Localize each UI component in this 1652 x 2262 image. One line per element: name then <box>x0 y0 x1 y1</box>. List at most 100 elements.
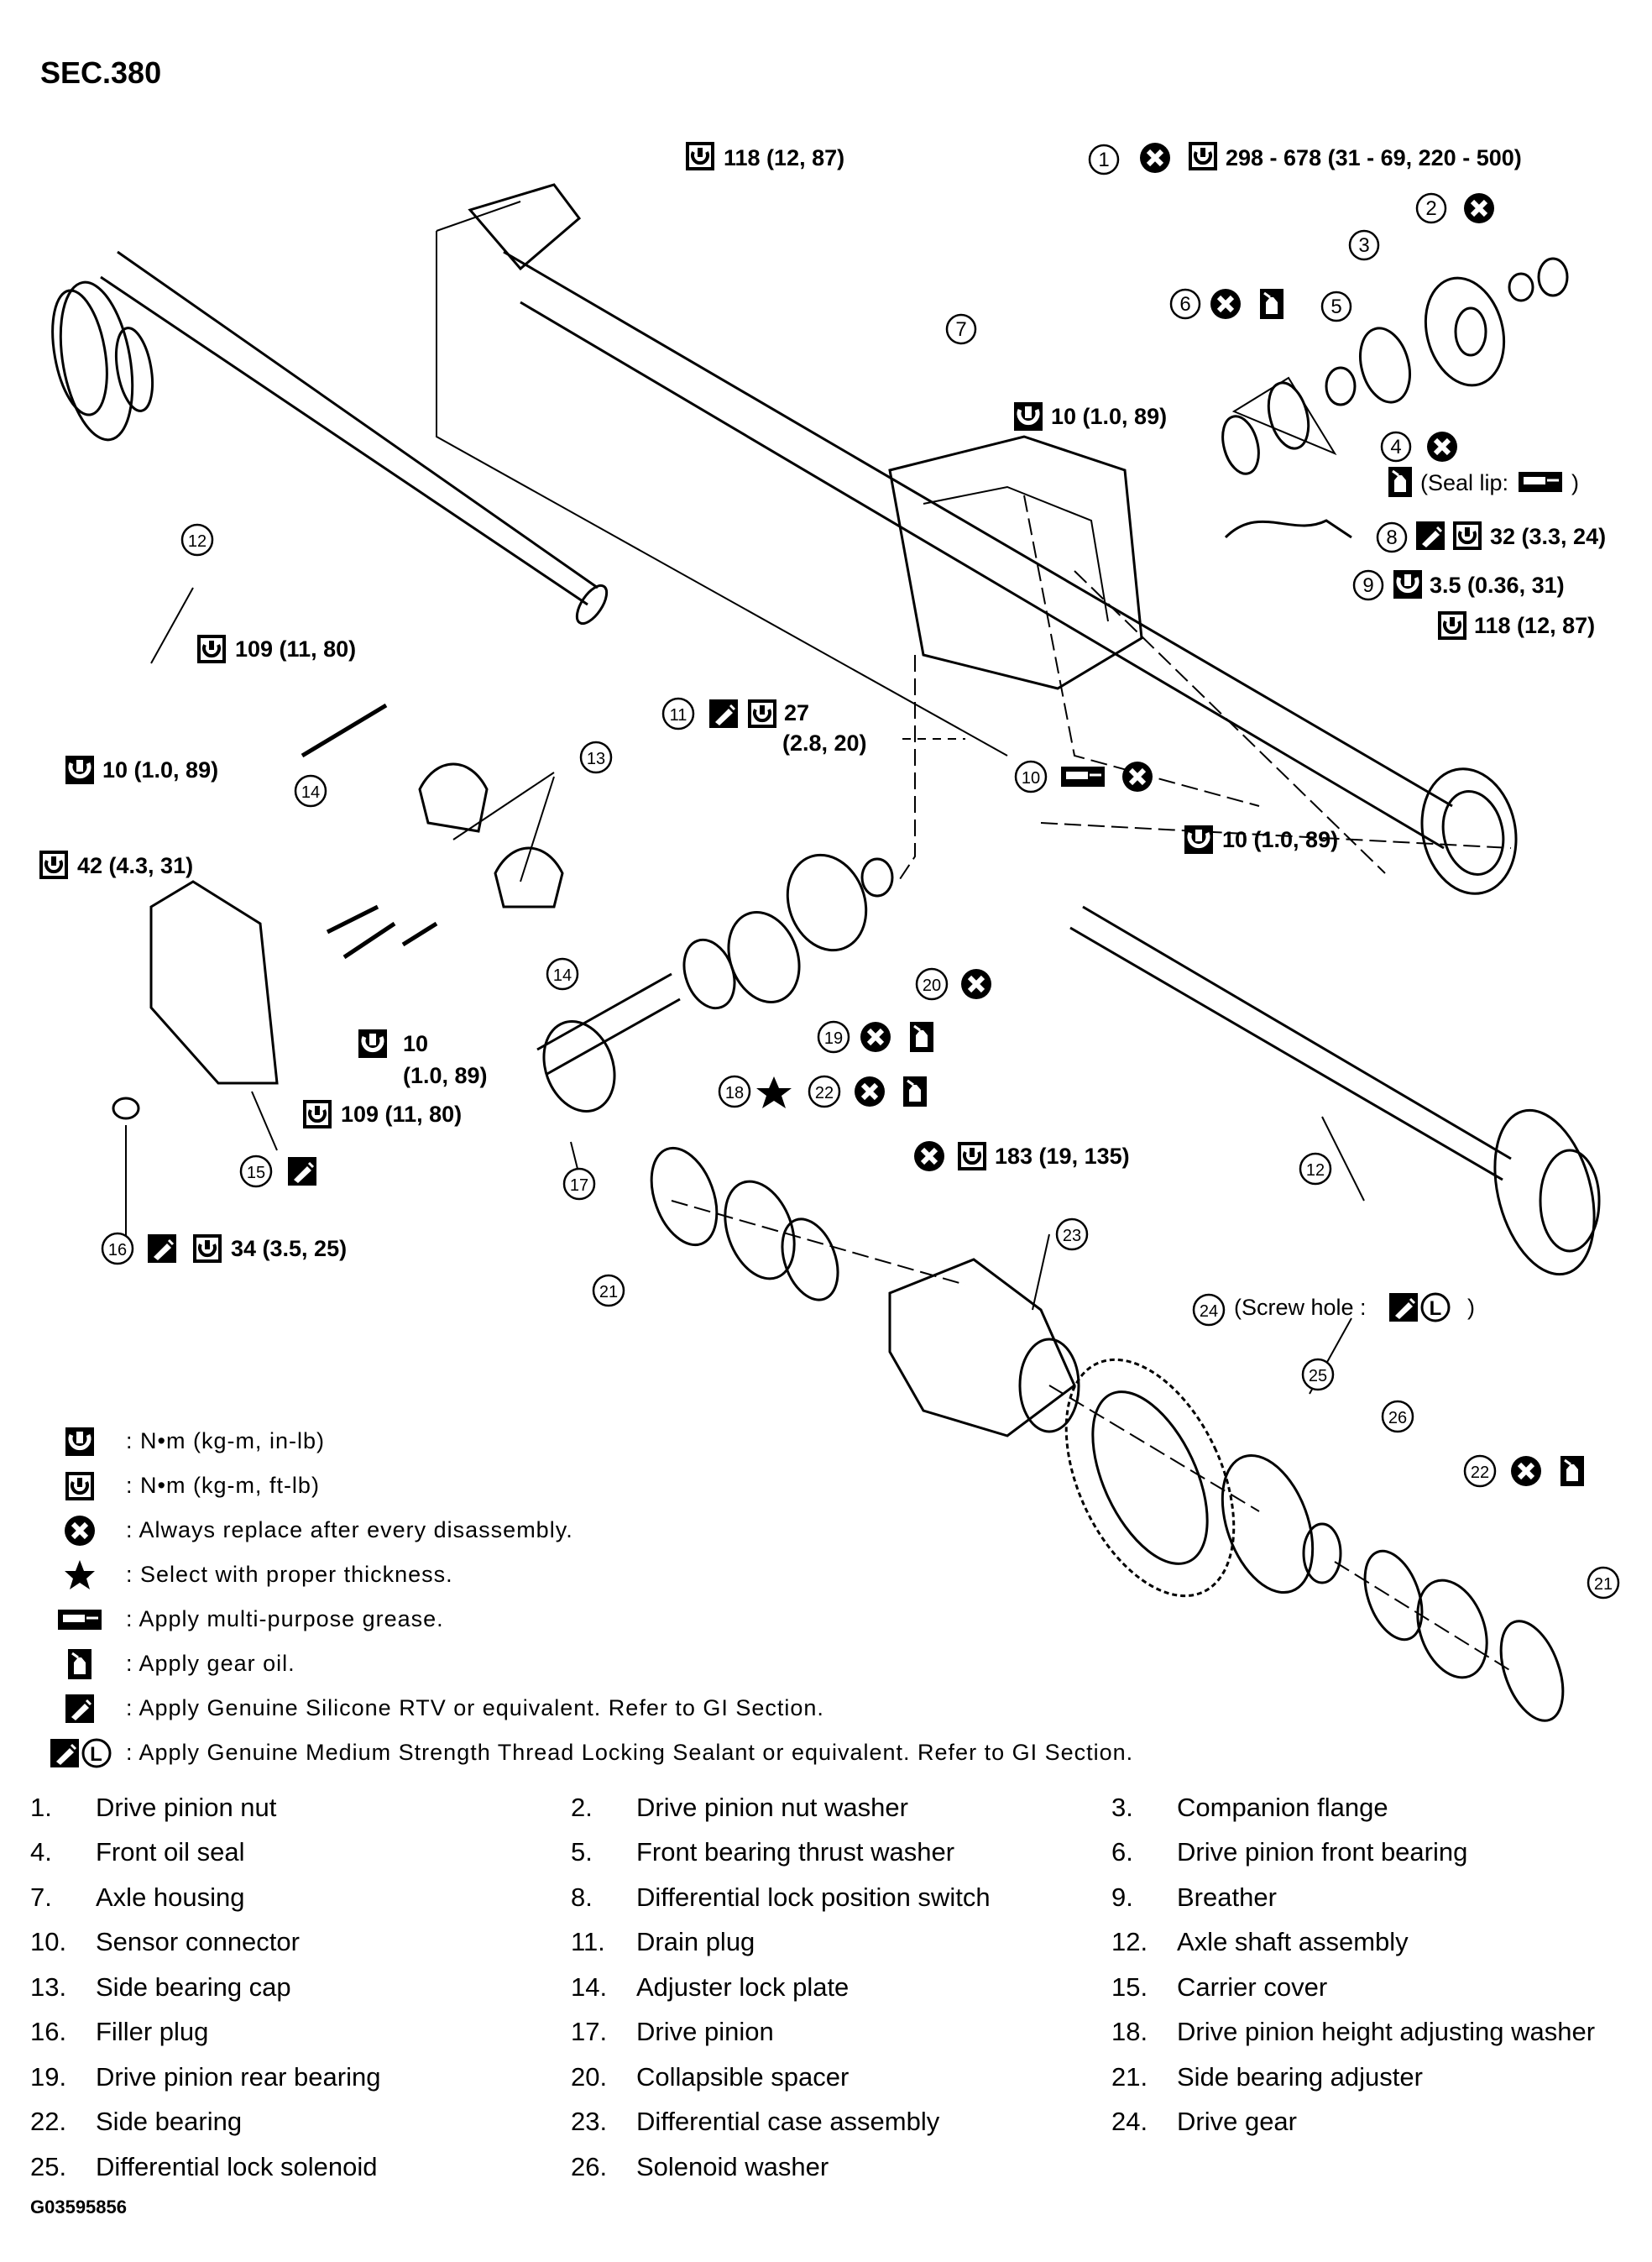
oil-can-icon <box>1387 465 1414 499</box>
breather-bolt-torque: 10 (1.0, 89) <box>1051 404 1167 429</box>
svg-text:3: 3 <box>1358 234 1369 257</box>
part-name: Sensor connector <box>96 1927 300 1957</box>
part-name: Drive pinion rear bearing <box>96 2061 381 2092</box>
part-item: 8.Differential lock position switch <box>571 1875 1111 1920</box>
part-name: Drive gear <box>1177 2107 1297 2137</box>
sealant-tube-icon <box>286 1155 318 1187</box>
torque-wrench-ft-lb-icon <box>191 1233 223 1265</box>
svg-text:12: 12 <box>188 532 206 551</box>
part-number: 26. <box>571 2151 608 2181</box>
callout-21a: 21 <box>592 1274 625 1307</box>
torque-wrench-ft-lb-icon <box>301 1098 333 1130</box>
callout-14a: 14 <box>294 774 327 808</box>
part-item: 6.Drive pinion front bearing <box>1111 1830 1625 1876</box>
case-bolt-torque: 183 (19, 135) <box>995 1144 1130 1169</box>
legend-row: : Apply Genuine Silicone RTV or equivale… <box>34 1686 1293 1731</box>
part-item: 24.Drive gear <box>1111 2100 1625 2145</box>
torque-wrench-in-lb-icon <box>65 756 94 784</box>
callout-5: 5 <box>1320 291 1352 322</box>
callout-9: 9 <box>1352 569 1384 601</box>
callout-16: 16 <box>101 1232 134 1265</box>
part-number: 4. <box>30 1837 52 1867</box>
part-name: Front bearing thrust washer <box>636 1837 955 1867</box>
callout-8: 8 <box>1376 521 1408 553</box>
callout-12b: 12 <box>1299 1152 1332 1186</box>
part-number: 1. <box>30 1792 52 1822</box>
figure-id: G03595856 <box>30 2197 127 2217</box>
torque-wrench-ft-lb-icon <box>196 633 227 665</box>
legend-row: : Select with proper thickness. <box>34 1553 1293 1597</box>
callout-4: 4 <box>1380 431 1412 463</box>
torque-wrench-in-lb-icon <box>1014 402 1043 431</box>
symbol-legend: : N•m (kg-m, in-lb) : N•m (kg-m, ft-lb) … <box>34 1419 1293 1775</box>
replace-x-icon <box>63 1514 97 1547</box>
part-number: 25. <box>30 2151 67 2181</box>
svg-text:4: 4 <box>1390 436 1401 458</box>
svg-text:8: 8 <box>1386 526 1397 549</box>
part-item: 11.Drain plug <box>571 1920 1111 1966</box>
svg-text:6: 6 <box>1179 293 1190 316</box>
legend-text: : Apply Genuine Silicone RTV or equivale… <box>126 1695 824 1720</box>
replace-x-icon <box>914 1141 944 1171</box>
svg-text:9: 9 <box>1362 574 1373 597</box>
svg-text:13: 13 <box>587 750 605 768</box>
part-item: 7.Axle housing <box>30 1875 571 1920</box>
part-item: 20.Collapsible spacer <box>571 2055 1111 2100</box>
sealant-tube-icon <box>64 1693 96 1724</box>
svg-text:7: 7 <box>955 318 966 341</box>
part-item: 5.Front bearing thrust washer <box>571 1830 1111 1876</box>
replace-x-icon <box>1427 432 1457 462</box>
callout-11-torque-b: (2.8, 20) <box>782 730 867 756</box>
callout-4-note: (Seal lip: <box>1420 470 1508 495</box>
svg-text:15: 15 <box>247 1164 265 1182</box>
callout-22a: 22 <box>808 1075 841 1108</box>
callout-6: 6 <box>1169 288 1201 320</box>
part-name: Drive pinion nut washer <box>636 1792 908 1822</box>
section-title: SEC.380 <box>40 55 162 90</box>
callout-21b: 21 <box>1587 1566 1620 1600</box>
torque-wrench-ft-lb-icon <box>1451 520 1483 552</box>
callout-18: 18 <box>718 1075 751 1108</box>
part-name: Side bearing <box>96 2107 243 2137</box>
callout-11-torque-a: 27 <box>784 700 809 725</box>
star-icon <box>65 1559 95 1589</box>
replace-x-icon <box>1210 289 1241 319</box>
part-name: Companion flange <box>1177 1792 1388 1822</box>
svg-text:26: 26 <box>1388 1409 1407 1427</box>
part-name: Differential lock solenoid <box>96 2151 378 2181</box>
svg-text:14: 14 <box>301 783 320 802</box>
cover-bolt-torque: 42 (4.3, 31) <box>77 853 193 878</box>
legend-row: : Apply multi-purpose grease. <box>34 1597 1293 1642</box>
callout-2: 2 <box>1415 192 1447 224</box>
legend-row: : Apply gear oil. <box>34 1642 1293 1686</box>
torque-wrench-ft-lb-icon <box>956 1140 988 1172</box>
part-item: 22.Side bearing <box>30 2100 571 2145</box>
torque-wrench-in-lb-icon <box>1393 570 1422 599</box>
svg-text:19: 19 <box>824 1029 843 1048</box>
legend-row: : N•m (kg-m, ft-lb) <box>34 1463 1293 1508</box>
part-number: 18. <box>1111 2017 1148 2047</box>
part-number: 3. <box>1111 1792 1133 1822</box>
top-nut-torque: 118 (12, 87) <box>724 145 844 170</box>
grease-gun-icon <box>56 1608 103 1631</box>
sealant-tube-icon <box>1414 520 1446 552</box>
part-number: 17. <box>571 2017 608 2047</box>
part-item: 3. Companion flange <box>1111 1785 1625 1830</box>
svg-text:17: 17 <box>570 1176 588 1195</box>
callout-23: 23 <box>1055 1217 1089 1251</box>
grease-gun-icon <box>1059 765 1106 788</box>
legend-row: : N•m (kg-m, in-lb) <box>34 1419 1293 1463</box>
part-name: Drive pinion front bearing <box>1177 1837 1468 1867</box>
torque-wrench-ft-lb-icon <box>38 849 70 881</box>
svg-text:22: 22 <box>815 1084 834 1102</box>
callout-3: 3 <box>1348 229 1380 261</box>
oil-can-icon <box>908 1020 935 1054</box>
legend-row: : Always replace after every disassembly… <box>34 1508 1293 1553</box>
callout-15: 15 <box>239 1155 273 1188</box>
right-nut-torque: 118 (12, 87) <box>1474 613 1595 638</box>
callout-25: 25 <box>1301 1358 1335 1391</box>
torque-wrench-in-lb-icon <box>358 1029 387 1058</box>
svg-text:21: 21 <box>599 1283 618 1301</box>
oil-can-icon <box>1559 1454 1586 1488</box>
